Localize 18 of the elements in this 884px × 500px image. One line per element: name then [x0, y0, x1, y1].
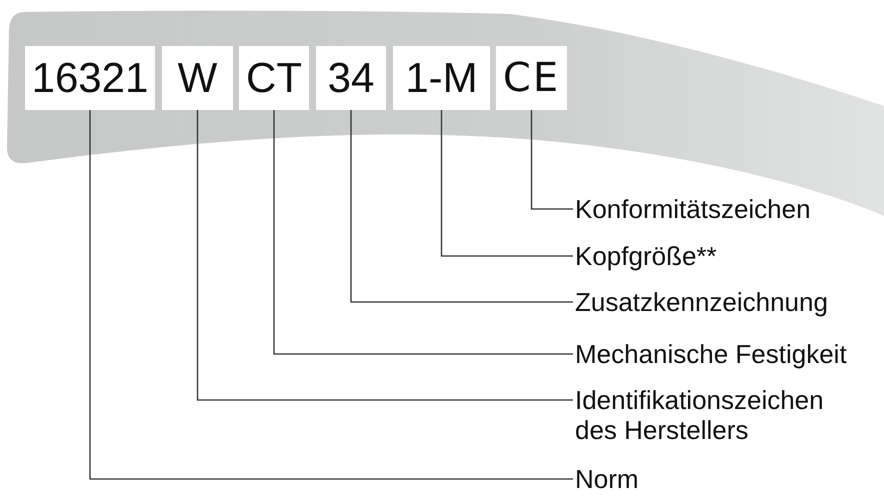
callout-label: Zusatzkennzeichnung: [575, 287, 828, 317]
marking-code: 16321: [25, 46, 155, 110]
marking-code: 34: [316, 46, 386, 110]
leader-line: [530, 110, 573, 210]
marking-code: 1-M: [393, 46, 490, 110]
callout-label: Identifikationszeichen des Herstellers: [575, 385, 830, 445]
callout-label: Kopfgröße**: [575, 241, 717, 271]
leader-line: [196, 110, 573, 401]
leader-line: [273, 110, 573, 355]
marking-code: W: [162, 46, 233, 110]
marking-code: CT: [239, 46, 309, 110]
callout-label: Konformitätszeichen: [575, 194, 811, 224]
leader-line: [440, 110, 573, 257]
leader-line: [350, 110, 573, 303]
callout-label: Norm: [575, 464, 639, 494]
callout-label: Mechanische Festigkeit: [575, 339, 847, 369]
conformity-mark: CE: [496, 46, 567, 110]
leader-line: [89, 110, 573, 480]
